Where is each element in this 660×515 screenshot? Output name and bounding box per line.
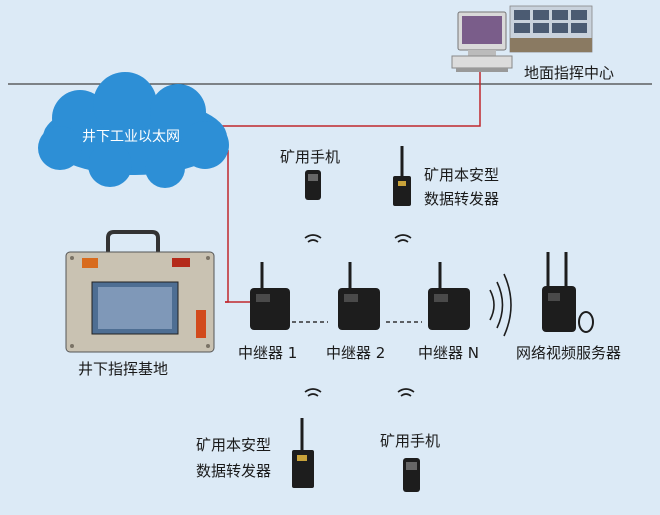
cloud-shape xyxy=(38,72,229,188)
signal-waves-top xyxy=(304,234,412,243)
data-transceiver-top-icon xyxy=(393,146,411,206)
mine-phone-bottom-icon xyxy=(403,458,420,492)
label-underground-base: 井下指挥基地 xyxy=(78,360,169,378)
repeater-1-icon xyxy=(250,262,290,330)
repeater-n-icon xyxy=(428,262,470,330)
data-transceiver-bottom-icon xyxy=(292,418,314,488)
repeater-2-icon xyxy=(338,262,380,330)
video-server-icon xyxy=(542,252,594,333)
label-repeater-2: 中继器 2 xyxy=(326,344,386,362)
signal-waves-bottom xyxy=(304,388,415,397)
label-data-transceiver-top-2: 数据转发器 xyxy=(424,190,500,208)
label-data-transceiver-bottom-1: 矿用本安型 xyxy=(196,436,272,454)
label-underground-network: 井下工业以太网 xyxy=(82,129,180,145)
label-repeater-1: 中继器 1 xyxy=(238,344,298,362)
label-mine-phone-bottom: 矿用手机 xyxy=(380,432,441,450)
label-surface-center: 地面指挥中心 xyxy=(524,64,615,82)
label-repeater-n: 中继器 N xyxy=(418,344,479,362)
surface-center-icon xyxy=(451,5,593,72)
mine-phone-top-icon xyxy=(305,170,321,200)
link-lines xyxy=(190,70,481,303)
link-cloud-to-base xyxy=(225,150,229,303)
label-mine-phone-top: 矿用手机 xyxy=(280,148,341,166)
signal-waves-server xyxy=(489,273,512,337)
label-data-transceiver-bottom-2: 数据转发器 xyxy=(196,462,272,480)
label-video-server: 网络视频服务器 xyxy=(516,344,622,362)
link-surface-to-cloud xyxy=(190,70,481,127)
underground-base-icon xyxy=(65,230,215,353)
label-data-transceiver-top-1: 矿用本安型 xyxy=(424,166,500,184)
